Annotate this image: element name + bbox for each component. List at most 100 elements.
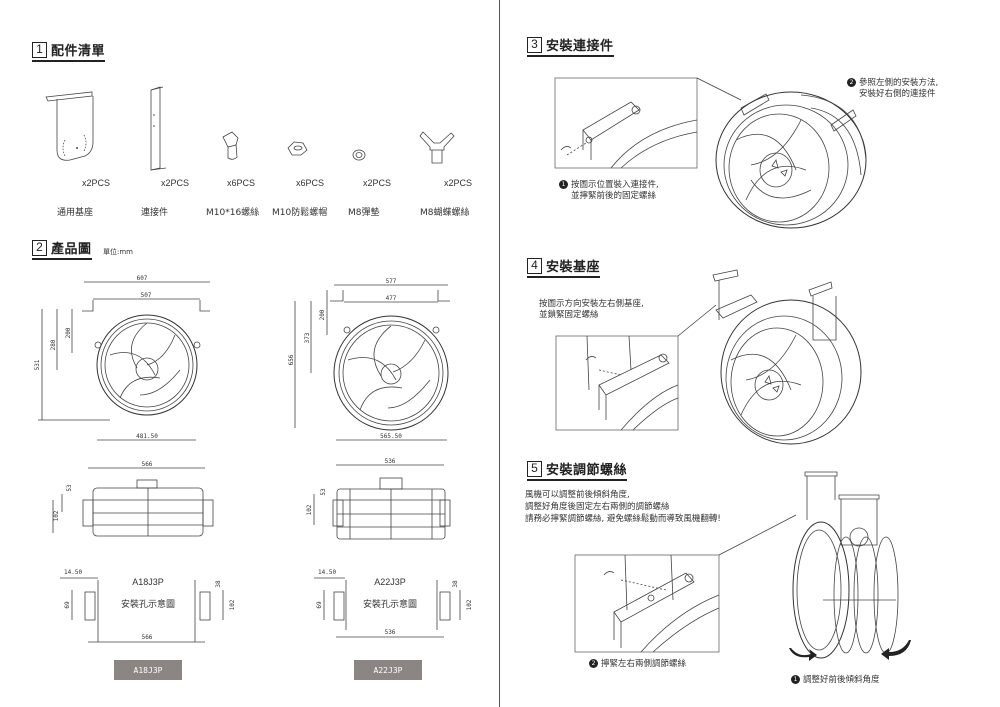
dim-outer-width: 577 [386, 278, 397, 285]
dim-side-width: 566 [142, 461, 153, 468]
wing-screw-icon [419, 131, 455, 164]
model-badge-a22: A22J3P [354, 660, 422, 680]
a22-hole-diagram: 14.50 69 38 102 536 A22J3P 安裝孔示意圖 [314, 569, 473, 638]
dim-h1: 200 [319, 309, 326, 320]
dim-hole-width: 536 [385, 629, 396, 636]
dim-h-large: 102 [306, 504, 313, 515]
section-number: 2 [32, 239, 47, 256]
a18-side-drawing: 566 53 102 14.50 69 38 102 [52, 461, 236, 643]
note-line: 參照左側的安裝方法, [859, 78, 939, 88]
part-name: 通用基座 [57, 208, 94, 218]
step-number-badge: 2 [589, 659, 598, 668]
note-line: 按圖示位置裝入連接件, [571, 180, 659, 190]
step-number-badge: 1 [791, 675, 800, 684]
base-detail-icon [585, 335, 679, 431]
step5-illustration [574, 471, 911, 661]
dim-h2: 373 [304, 332, 311, 343]
dim-inner-width: 507 [141, 292, 152, 299]
hole-diagram-label: 安裝孔示意圖 [121, 598, 175, 609]
adjust-screw-detail-icon [603, 554, 720, 653]
note-line: 並鎖緊固定螺絲 [539, 310, 599, 320]
fan-front-view-icon [330, 290, 450, 431]
part-qty: x2PCS [82, 178, 111, 188]
model-label: A18J3P [132, 577, 164, 587]
step4-note: 按圖示方向安裝左右側基座, 並鎖緊固定螺絲 [539, 299, 644, 321]
section-label: 配件清單 [51, 44, 106, 59]
dim-side-width: 536 [385, 458, 396, 465]
note-text: 擰緊左右兩側調節螺絲 [601, 659, 687, 669]
note-line: 安裝好右側的連接件 [859, 89, 936, 99]
connector-detail-icon [560, 101, 698, 169]
left-page: 1 配件清單 x2PCS [32, 0, 500, 707]
dim-left-h: 69 [316, 601, 323, 609]
fan-side-tilt-icon [792, 471, 899, 659]
section-number: 1 [32, 41, 47, 58]
dim-right-top: 38 [452, 580, 459, 588]
dim-left-h: 69 [64, 601, 71, 609]
dim-offset: 14.50 [318, 569, 336, 576]
connector-bracket-icon [150, 86, 167, 171]
fan-3d-icon [715, 91, 867, 229]
part-name: M10防鬆螺帽 [272, 208, 328, 218]
dim-hole-width: 566 [142, 634, 153, 641]
dim-bottom-width: 481.50 [136, 433, 158, 440]
part-name: M10*16螺絲 [206, 208, 260, 218]
part-name: 連接件 [141, 208, 169, 218]
part-qty: x2PCS [444, 178, 473, 188]
a22-front-drawing: 577 477 565.50 200 373 656 [288, 278, 450, 441]
section-2-title: 2 產品圖 [32, 238, 92, 260]
section-1-title: 1 配件清單 [32, 40, 106, 62]
section-label: 安裝基座 [546, 260, 601, 275]
dim-right-h: 102 [229, 599, 236, 610]
part-qty: x6PCS [296, 178, 325, 188]
step-number-badge: 1 [559, 180, 568, 189]
description-line: 請務必擰緊調節螺絲, 避免螺絲鬆動而導致風機翻轉! [525, 514, 721, 524]
a22-side-drawing: 536 53 102 14.50 69 38 102 [306, 458, 473, 638]
note-text: 調整好前後傾斜角度 [803, 675, 880, 685]
description-line: 調整好角度後固定左右兩側的調節螺絲 [525, 502, 670, 512]
hole-diagram-label: 安裝孔示意圖 [363, 598, 417, 609]
section-label: 產品圖 [51, 242, 92, 257]
part-qty: x6PCS [227, 178, 256, 188]
fan-side-view-icon [332, 477, 451, 540]
part-qty: x2PCS [363, 178, 392, 188]
step-number-badge: 2 [847, 78, 856, 87]
dim-h2: 280 [50, 339, 57, 350]
dim-offset: 14.50 [64, 569, 82, 576]
lock-nut-icon [287, 141, 308, 156]
step4-illustration [555, 269, 862, 445]
dim-bottom-width: 565.50 [380, 433, 402, 440]
parts-illustrations [45, 86, 455, 171]
tilt-arrow-right-icon [881, 640, 911, 660]
section-number: 3 [527, 36, 542, 53]
note-line: 按圖示方向安裝左右側基座, [539, 299, 644, 309]
section-4-title: 4 安裝基座 [527, 256, 601, 278]
step3-illustration [554, 77, 867, 229]
fan-3d-icon [712, 269, 862, 445]
dim-right-top: 38 [215, 580, 222, 588]
dim-outer-width: 607 [137, 275, 148, 282]
detail-inset [555, 335, 679, 431]
unit-label: 單位:mm [103, 248, 133, 256]
fan-front-view-icon [82, 300, 210, 416]
description-line: 風機可以調整前後傾斜角度, [525, 490, 630, 500]
dim-h-small: 53 [66, 484, 73, 492]
dim-h-large: 102 [53, 510, 60, 521]
bolt-icon [222, 131, 239, 160]
part-qty: x2PCS [161, 178, 190, 188]
tilt-arrow-left-icon [789, 648, 817, 661]
section-3-title: 3 安裝連接件 [527, 35, 614, 57]
fan-side-view-icon [82, 479, 214, 537]
part-name: M8彈墊 [348, 208, 380, 218]
part-name: M8蝴蝶螺絲 [420, 208, 470, 218]
detail-inset [574, 554, 720, 653]
section-label: 安裝調節螺絲 [546, 463, 628, 478]
section-5-title: 5 安裝調節螺絲 [527, 459, 628, 481]
section-number: 4 [527, 257, 542, 274]
a18-front-drawing: 607 507 481.50 200 280 531 [34, 275, 210, 441]
section-label: 安裝連接件 [546, 39, 614, 54]
